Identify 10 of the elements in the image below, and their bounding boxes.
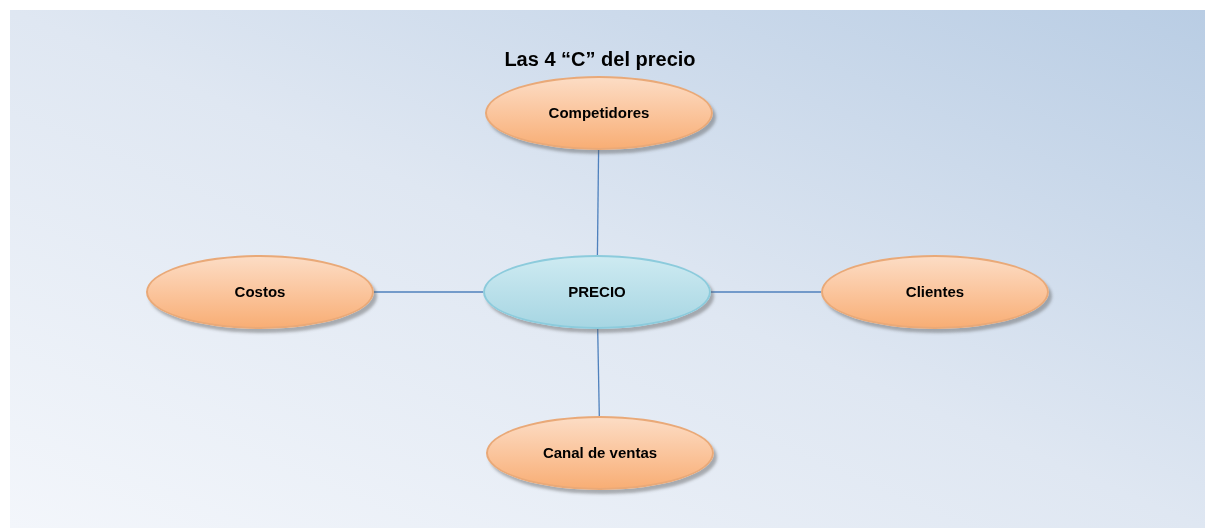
connector-line [710,291,822,293]
node-label: Canal de ventas [542,442,658,463]
node-label: PRECIO [568,281,626,302]
connector-line [597,328,600,417]
title: Las 4 “C” del precio [503,47,697,72]
connector-line [596,149,600,256]
node-label: Competidores [548,102,650,123]
node-label: Clientes [905,281,965,302]
node-label: Costos [234,281,286,302]
connector-line [373,291,484,293]
